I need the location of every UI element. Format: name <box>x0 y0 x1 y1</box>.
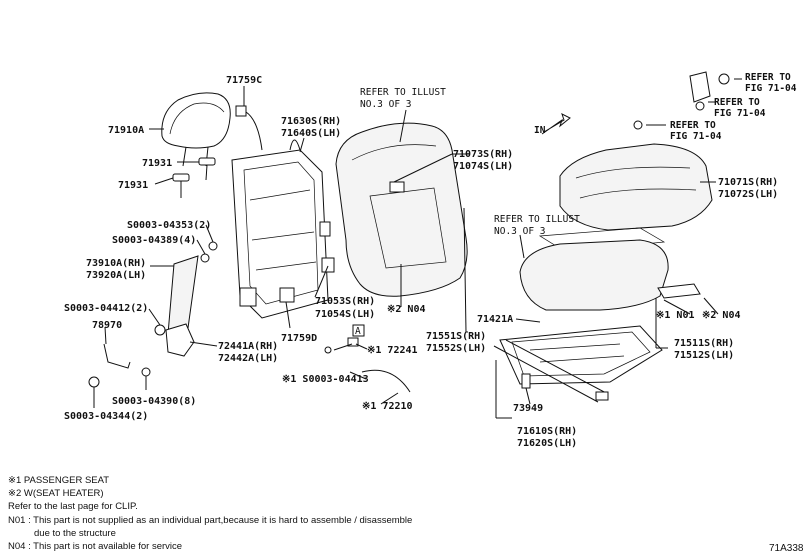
part-71640s: 71640S(LH) <box>281 128 341 139</box>
seatback-cover-drawing <box>335 122 468 297</box>
refer-fig-2-line1: REFER TO <box>714 97 760 108</box>
hinge-cover-drawing <box>165 323 195 357</box>
part-71931-upper: 71931 <box>142 158 172 169</box>
part-71054s: 71054S(LH) <box>315 309 375 320</box>
part-s0003-04344: S0003-04344(2) <box>64 411 148 422</box>
part-n04-cushion: ※2 N04 <box>702 310 740 321</box>
refer-fig-1-line1: REFER TO <box>745 72 791 83</box>
part-s0003-04413: ※1 S0003-04413 <box>282 374 369 385</box>
part-71511s: 71511S(RH) <box>674 338 734 349</box>
cap-04344-drawing <box>88 376 100 388</box>
seat-track-drawing <box>493 339 609 403</box>
part-78970: 78970 <box>92 320 122 331</box>
part-71759d: 71759D <box>281 333 317 344</box>
refer-illust-cushion-line1: REFER TO ILLUST <box>494 214 580 225</box>
refer-illust-seatback-line1: REFER TO ILLUST <box>360 87 446 98</box>
part-71552s: 71552S(LH) <box>426 343 486 354</box>
part-71421a: 71421A <box>477 314 513 325</box>
note-n01: N01 : This part is not supplied as an in… <box>8 514 413 526</box>
part-s0003-04412: S0003-04412(2) <box>64 303 148 314</box>
cushion-cover-drawing <box>559 143 713 231</box>
headrest-guide-drawing <box>633 71 730 130</box>
clip-71759c-drawing <box>235 105 247 117</box>
view-a-label: A <box>355 326 361 337</box>
refer-fig-2-line2: FIG 71-04 <box>714 108 766 119</box>
clip-04412-drawing <box>154 324 166 336</box>
part-71074s: 71074S(LH) <box>453 161 513 172</box>
part-72210: ※1 72210 <box>362 401 413 412</box>
part-n01: ※1 N01 <box>656 310 694 321</box>
part-71551s: 71551S(RH) <box>426 331 486 342</box>
part-71071s: 71071S(RH) <box>718 177 778 188</box>
nut-04389-drawing <box>200 253 210 263</box>
note-n01-cont: due to the structure <box>34 527 116 539</box>
part-s0003-04389: S0003-04389(4) <box>112 235 196 246</box>
refer-illust-seatback-line2: NO.3 OF 3 <box>360 99 411 110</box>
refer-fig-3-line2: FIG 71-04 <box>670 131 722 142</box>
part-s0003-04353: S0003-04353(2) <box>127 220 211 231</box>
refer-illust-cushion-line2: NO.3 OF 3 <box>494 226 545 237</box>
harness-drawing <box>324 337 411 393</box>
headrest-support-drawing <box>172 157 216 198</box>
part-73949: 73949 <box>513 403 543 414</box>
part-72442a: 72442A(LH) <box>218 353 278 364</box>
in-direction-arrow <box>541 113 571 135</box>
n01-part-drawing <box>657 283 701 299</box>
part-72241: ※1 72241 <box>367 345 418 356</box>
refer-fig-3-line1: REFER TO <box>670 120 716 131</box>
part-71072s: 71072S(LH) <box>718 189 778 200</box>
footnotes: ※1 PASSENGER SEAT ※2 W(SEAT HEATER) Refe… <box>8 474 412 553</box>
part-s0003-04390: S0003-04390(8) <box>112 396 196 407</box>
part-71630s: 71630S(RH) <box>281 116 341 127</box>
part-73910a: 73910A(RH) <box>86 258 146 269</box>
part-71759c: 71759C <box>226 75 262 86</box>
side-trim-drawing <box>167 255 199 335</box>
part-72441a: 72441A(RH) <box>218 341 278 352</box>
screw-04390-drawing <box>141 367 151 377</box>
part-71931-lower: 71931 <box>118 180 148 191</box>
note-n04: N04 : This part is not available for ser… <box>8 541 183 553</box>
part-71910a: 71910A <box>108 125 144 136</box>
part-n04-seatback: ※2 N04 <box>387 304 425 315</box>
seat-pad-drawing <box>519 239 669 311</box>
part-71610s: 71610S(RH) <box>517 426 577 437</box>
part-73920a: 73920A(LH) <box>86 270 146 281</box>
note-seat-heater: ※2 W(SEAT HEATER) <box>8 488 104 500</box>
in-label: IN <box>534 125 546 136</box>
note-passenger-seat: ※1 PASSENGER SEAT <box>8 475 110 486</box>
note-clip: Refer to the last page for CLIP. <box>8 501 138 513</box>
part-71620s: 71620S(LH) <box>517 438 577 449</box>
leader-lines <box>93 78 742 419</box>
diagram-code: 71A338 <box>769 543 804 554</box>
refer-fig-1-line2: FIG 71-04 <box>745 83 797 94</box>
headrest-drawing <box>161 92 231 167</box>
seat-frame-drawing <box>499 325 663 389</box>
part-71073s: 71073S(RH) <box>453 149 513 160</box>
view-a-box <box>352 324 365 337</box>
bolt-04353-drawing <box>208 241 218 251</box>
seatback-frame-drawing <box>231 111 335 319</box>
lever-78970-drawing <box>103 343 131 369</box>
part-71512s: 71512S(LH) <box>674 350 734 361</box>
part-71053s: 71053S(RH) <box>315 296 375 307</box>
